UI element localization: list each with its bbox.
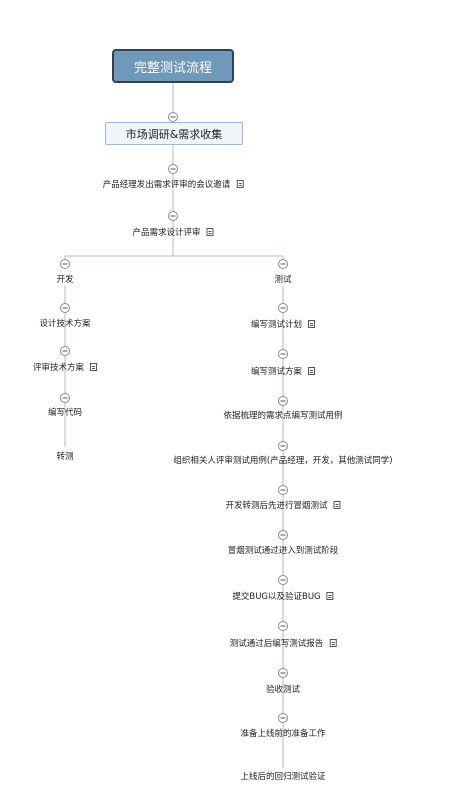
dev-branch-label[interactable]: 开发 [56,274,73,286]
sub-collapse-icon[interactable] [168,164,178,174]
main-step-0-collapse-icon[interactable] [168,211,178,221]
test-step-2[interactable]: 依据梳理的需求点编写测试用例 [223,410,342,422]
test-step-7-text: 测试通过后编写测试报告 [229,639,324,649]
note-icon[interactable] [308,367,316,375]
test-step-4[interactable]: 开发转测后先进行冒烟测试 [225,500,341,512]
note-icon[interactable] [206,228,214,236]
main-step-0[interactable]: 产品经理发出需求评审的会议邀请 [103,179,244,191]
main-step-0-text: 产品经理发出需求评审的会议邀请 [102,180,231,190]
dev-branch-collapse-icon[interactable] [60,259,70,269]
note-icon[interactable] [329,639,337,647]
test-branch-collapse-icon[interactable] [278,259,288,269]
test-collapse-icon-1[interactable] [278,349,288,359]
test-step-0[interactable]: 编写测试计划 [250,319,316,331]
test-collapse-icon-3[interactable] [278,441,288,451]
test-collapse-icon-0[interactable] [278,303,288,313]
test-step-10-text: 上线后的回归测试验证 [240,772,326,782]
test-step-6[interactable]: 提交BUG以及验证BUG [232,591,334,603]
market-research-label: 市场调研&需求收集 [125,127,223,141]
dev-collapse-icon-2[interactable] [60,393,70,403]
dev-step-3-text: 转测 [56,452,74,462]
market-research-node[interactable]: 市场调研&需求收集 [105,122,243,145]
dev-collapse-icon-1[interactable] [60,346,70,356]
test-collapse-icon-7[interactable] [278,621,288,631]
test-step-4-text: 开发转测后先进行冒烟测试 [225,501,328,511]
test-step-6-text: 提交BUG以及验证BUG [232,592,321,602]
test-branch-label[interactable]: 测试 [274,274,291,286]
test-branch-label-text: 测试 [274,275,292,285]
test-collapse-icon-4[interactable] [278,485,288,495]
dev-step-1-text: 评审技术方案 [32,363,85,373]
test-step-3-text: 组织相关人评审测试用例(产品经理，开发，其他测试同学) [173,456,393,466]
dev-collapse-icon-0[interactable] [60,303,70,313]
test-step-7[interactable]: 测试通过后编写测试报告 [230,638,337,650]
test-step-5[interactable]: 冒烟测试通过进入到测试阶段 [228,545,339,557]
test-step-5-text: 冒烟测试通过进入到测试阶段 [227,546,339,556]
test-collapse-icon-9[interactable] [278,713,288,723]
test-collapse-icon-6[interactable] [278,575,288,585]
main-step-1[interactable]: 产品需求设计评审 [132,227,214,239]
test-step-1-text: 编写测试方案 [250,367,303,377]
test-collapse-icon-2[interactable] [278,396,288,406]
test-step-3[interactable]: 组织相关人评审测试用例(产品经理，开发，其他测试同学) [173,455,392,467]
note-icon[interactable] [90,363,98,371]
dev-step-1[interactable]: 评审技术方案 [32,362,98,374]
dev-step-2-text: 编写代码 [47,408,83,418]
test-collapse-icon-5[interactable] [278,530,288,540]
dev-step-3[interactable]: 转测 [56,451,73,463]
dev-branch-label-text: 开发 [56,275,74,285]
test-step-9-text: 准备上线前的准备工作 [240,729,326,739]
test-step-8[interactable]: 验收测试 [266,684,300,696]
main-step-1-text: 产品需求设计评审 [132,228,201,238]
note-icon[interactable] [236,180,244,188]
root-node-label: 完整测试流程 [133,60,212,76]
dev-step-0[interactable]: 设计技术方案 [39,318,90,330]
dev-step-2[interactable]: 编写代码 [48,407,82,419]
root-collapse-icon[interactable] [168,112,178,122]
test-step-2-text: 依据梳理的需求点编写测试用例 [223,411,343,421]
test-step-10[interactable]: 上线后的回归测试验证 [240,771,325,783]
note-icon[interactable] [308,320,316,328]
note-icon[interactable] [333,501,341,509]
test-step-9[interactable]: 准备上线前的准备工作 [240,728,325,740]
note-icon[interactable] [326,592,334,600]
test-step-8-text: 验收测试 [265,685,301,695]
test-step-1[interactable]: 编写测试方案 [250,366,316,378]
test-step-0-text: 编写测试计划 [250,320,303,330]
dev-step-0-text: 设计技术方案 [39,319,91,329]
test-collapse-icon-8[interactable] [278,668,288,678]
root-node[interactable]: 完整测试流程 [112,49,234,83]
